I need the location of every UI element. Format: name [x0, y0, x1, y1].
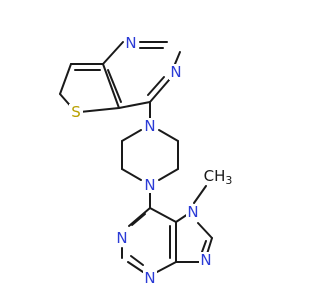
piperazine-n-bottom-label: N	[143, 176, 157, 194]
bond-pyrimidine-6-double	[107, 69, 122, 103]
nitrogen-atom: N	[116, 229, 127, 247]
purine-n-left-label: N	[115, 229, 129, 247]
purine-n-right-label: N	[199, 251, 213, 269]
nitrogen-atom: N	[125, 34, 136, 52]
bond-thiophene-5	[102, 63, 120, 109]
bond-pyrimidine-5	[118, 101, 151, 109]
bond-imidazole-2	[197, 222, 213, 239]
molecule-structure-diagram: N N S N N N CH3 N N	[59, 34, 232, 287]
nitrogen-atom: N	[200, 251, 211, 269]
methyl-label: CH3	[204, 167, 233, 187]
bond-purine-6-5	[156, 261, 177, 273]
bond-thiophene-2	[59, 63, 72, 95]
bond-piperazine-2	[158, 129, 179, 142]
bond-pyrimidine-4-double	[147, 76, 165, 96]
bond-thiophene-4	[79, 107, 120, 113]
bond-purine-6-2	[149, 207, 177, 223]
bond-piperazine-5	[121, 168, 142, 181]
bond-pyrimidine-3	[174, 51, 181, 65]
nitrogen-atom: N	[144, 117, 155, 135]
bond-layer	[59, 41, 213, 273]
bond-piperazine-6	[158, 168, 179, 181]
bond-purine-6-1-double	[131, 213, 146, 226]
purine-n-bottom-label: N	[143, 269, 157, 287]
bond-pyrimidine-1	[102, 41, 124, 65]
sulfur-atom: S	[71, 103, 81, 121]
nitrogen-atom: N	[144, 176, 155, 194]
piperazine-n-top-label: N	[143, 117, 157, 135]
bond-purine-6-4-double	[130, 255, 144, 266]
thienopyrimidine-n-top-label: N	[124, 34, 138, 52]
methyl-group: CH3	[204, 167, 233, 187]
atom-label-layer: N N S N N N CH3 N N	[69, 34, 232, 287]
purine-n7-label: N	[186, 203, 200, 221]
bond-methyl	[193, 185, 207, 204]
thiophene-s-label: S	[69, 103, 83, 121]
nitrogen-atom: N	[187, 203, 198, 221]
bond-purine-6-4	[127, 261, 144, 273]
bond-imidazole-3-double	[201, 240, 207, 253]
nitrogen-atom: N	[144, 269, 155, 287]
bond-pyrimidine-4	[149, 79, 170, 103]
bond-imidazole-3	[206, 237, 213, 255]
bond-piperazine-1	[121, 129, 142, 142]
bond-purine-6-1	[128, 207, 151, 227]
nitrogen-atom: N	[170, 63, 181, 81]
thienopyrimidine-n-right-label: N	[169, 63, 183, 81]
